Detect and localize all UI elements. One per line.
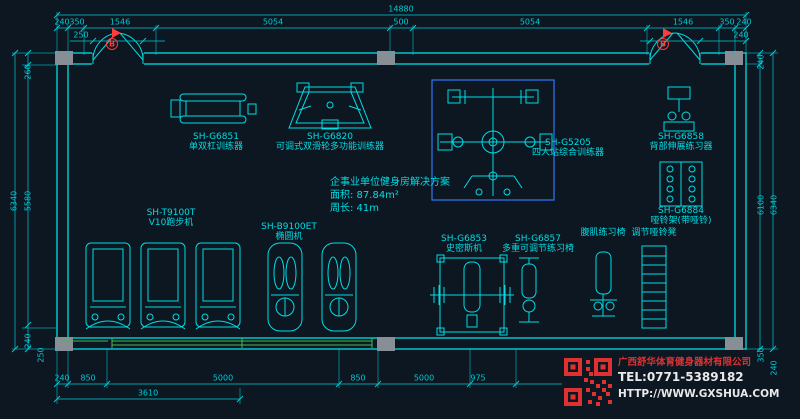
watermark-block: 广西舒华体育健身器材有限公司 TEL:0771-5389182 HTTP://W… <box>562 350 779 416</box>
dim-top-detail-right: 240 <box>733 30 749 40</box>
dim-top: 350 <box>719 17 735 27</box>
window-lines <box>62 338 373 348</box>
door-right[interactable] <box>649 32 701 64</box>
label-elliptical: SH-B9100ET 椭圆机 <box>261 222 317 242</box>
dim-bottom: 850 <box>350 373 366 383</box>
dim-bottom-detail: 3610 <box>137 388 159 398</box>
company-url: HTTP://WWW.GXSHUA.COM <box>618 388 780 400</box>
label-model: SH-G6884 <box>658 206 704 216</box>
label-name: 多重可调节练习椅 <box>501 244 575 254</box>
qr-code <box>564 358 612 406</box>
dim-top: 1546 <box>109 17 131 27</box>
label-model: SH-G6858 <box>658 132 704 142</box>
label-four-station: SH-G5205 四人站综合训练器 <box>532 138 604 158</box>
door-marker-label-left: B <box>108 39 116 49</box>
label-name: V10跑步机 <box>148 218 194 228</box>
dim-top: 350 <box>69 17 85 27</box>
label-smith-machine: SH-G6853 史密斯机 <box>441 234 487 254</box>
company-tel: TEL:0771-5389182 <box>618 370 744 384</box>
label-model: SH-G6857 <box>515 234 561 244</box>
back-extension-shape[interactable] <box>663 86 695 132</box>
cable-crossover-shape[interactable] <box>288 82 372 130</box>
label-name: 椭圆机 <box>275 232 303 242</box>
dim-right: 350 <box>756 347 766 363</box>
door-marker-label-right: B <box>659 39 667 49</box>
label-name: 单双杠训练器 <box>188 142 244 152</box>
label-name: 可调式双滑轮多功能训练器 <box>275 142 385 152</box>
solution-title: 企事业单位健身房解决方案 <box>330 177 450 188</box>
label-name: 哑铃架(带哑铃) <box>650 216 712 226</box>
dim-top: 240 <box>54 17 70 27</box>
dim-right-outer: 6340 <box>769 194 779 216</box>
dim-bottom: 850 <box>80 373 96 383</box>
door-openings <box>92 50 701 67</box>
dimension-lines <box>11 11 778 404</box>
solution-text-block: 企事业单位健身房解决方案 面积: 87.84m² 周长: 41m <box>330 176 450 215</box>
label-model: SH-G6820 <box>307 132 353 142</box>
label-model: SH-B9100ET <box>261 222 317 232</box>
four-station-trainer-shape[interactable] <box>437 88 553 196</box>
dim-top: 1546 <box>672 17 694 27</box>
label-name: 腹肌练习椅 <box>580 228 626 238</box>
company-name: 广西舒华体育健身器材有限公司 <box>618 357 752 368</box>
label-name: 背部伸展练习器 <box>649 142 713 152</box>
adjustable-bench-shape[interactable] <box>519 257 539 323</box>
label-model: SH-G6851 <box>193 132 239 142</box>
dim-left-detail: 250 <box>36 347 46 363</box>
dim-left-outer: 6340 <box>9 190 19 212</box>
dumbbell-stool-shape[interactable] <box>641 245 667 329</box>
smith-machine-shape[interactable] <box>430 254 514 336</box>
label-dumbbell-rack: SH-G6884 哑铃架(带哑铃) <box>650 206 711 226</box>
dim-top: 500 <box>393 17 409 27</box>
dim-overall-width: 14880 <box>388 4 414 14</box>
dim-bottom: 5000 <box>413 373 435 383</box>
label-back-extension: SH-G6858 背部伸展练习器 <box>649 132 712 152</box>
selection-box[interactable] <box>431 79 555 201</box>
dim-top: 240 <box>736 17 752 27</box>
section-marker-left <box>106 28 121 50</box>
dim-top: 5054 <box>519 17 541 27</box>
label-name: 史密斯机 <box>445 244 482 254</box>
label-treadmill: SH-T9100T V10跑步机 <box>147 208 196 228</box>
dim-bottom: 975 <box>470 373 486 383</box>
label-parallel-bars: SH-G6851 单双杠训练器 <box>189 132 243 152</box>
dimension-ticks <box>11 11 777 403</box>
walls[interactable] <box>56 52 747 350</box>
solution-perimeter: 周长: 41m <box>330 203 380 214</box>
dim-right: 6100 <box>756 194 766 216</box>
label-name: 四人站综合训练器 <box>531 148 605 158</box>
label-cable-crossover: SH-G6820 可调式双滑轮多功能训练器 <box>276 132 384 152</box>
label-model: SH-G5205 <box>545 138 591 148</box>
solution-area: 面积: 87.84m² <box>330 190 399 201</box>
label-dumbbell-stool: 调节哑铃凳 <box>631 228 676 238</box>
dim-right-detail: 240 <box>769 360 779 376</box>
section-marker-right <box>657 28 672 50</box>
label-model: SH-T9100T <box>146 208 196 218</box>
label-ab-bench: 腹肌练习椅 <box>580 228 625 238</box>
label-name: 调节哑铃凳 <box>631 228 677 238</box>
dim-bottom: 5000 <box>212 373 234 383</box>
dim-left: 240 <box>23 333 33 349</box>
label-adjustable-bench: SH-G6857 多重可调节练习椅 <box>502 234 574 254</box>
dim-bottom: 240 <box>54 373 70 383</box>
parallel-bars-shape[interactable] <box>170 93 257 124</box>
dim-top-detail-left: 250 <box>73 30 89 40</box>
treadmill-shapes[interactable] <box>85 242 241 330</box>
dim-top: 5054 <box>262 17 284 27</box>
dumbbell-rack-shape[interactable] <box>659 161 703 207</box>
elliptical-shapes[interactable] <box>267 242 357 332</box>
dim-right: 240 <box>756 54 766 70</box>
dim-left: 260 <box>23 64 33 80</box>
ab-bench-shape[interactable] <box>590 251 617 317</box>
label-model: SH-G6853 <box>441 234 487 244</box>
dim-left: 5580 <box>23 190 33 212</box>
